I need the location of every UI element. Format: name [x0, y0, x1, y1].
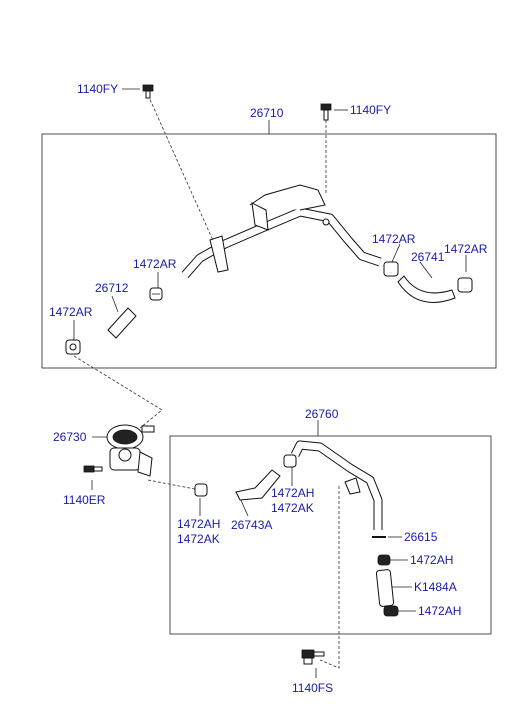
label-1472ah-lower-right: 1472AH — [418, 604, 462, 618]
label-1140er: 1140ER — [63, 493, 106, 507]
clamp-1472ah-left-icon — [194, 483, 208, 497]
bolt-1140er-icon — [83, 465, 103, 473]
clamp-1472ah-lower-right-icon — [383, 605, 399, 617]
hose-26712-icon — [107, 307, 137, 339]
label-1472ar-mid: 1472AR — [133, 257, 177, 271]
clamp-1472ar-bottom-icon — [65, 339, 81, 355]
label-26743a: 26743A — [231, 518, 273, 532]
label-1472ar-far-right: 1472AR — [444, 242, 488, 256]
lower-assembly-box — [169, 435, 492, 635]
valve-26730-icon — [106, 424, 155, 477]
hose-26741-icon — [397, 275, 456, 303]
label-1472ah-left: 1472AH — [177, 517, 221, 531]
label-1472ak-mid: 1472AK — [271, 501, 314, 515]
label-1140fy-top: 1140FY — [77, 82, 119, 96]
label-26710: 26710 — [250, 106, 284, 120]
label-1472ar-right: 1472AR — [372, 232, 416, 246]
clamp-1472ar-far-right-icon — [457, 277, 473, 293]
label-1140fs: 1140FS — [292, 681, 334, 695]
label-1140fy-right: 1140FY — [350, 103, 392, 117]
label-1472ah-upper-right: 1472AH — [410, 553, 454, 567]
clamp-1472ar-right-icon — [383, 261, 399, 277]
label-26712: 26712 — [95, 281, 129, 295]
label-1472ah-mid: 1472AH — [271, 486, 315, 500]
hose-k1484a-icon — [375, 569, 395, 607]
pipe-26710-icon — [181, 184, 382, 278]
clamp-1472ah-mid-icon — [283, 454, 297, 468]
label-k1484a: K1484A — [414, 580, 457, 594]
label-26760: 26760 — [305, 407, 339, 421]
bolt-1140fy-top-icon — [142, 84, 154, 99]
clamp-1472ar-left-icon — [149, 287, 163, 301]
label-1472ak-left: 1472AK — [177, 532, 220, 546]
hose-26743a-icon — [235, 469, 281, 501]
pipe-26760-icon — [290, 440, 383, 530]
label-1472ar-left: 1472AR — [49, 305, 93, 319]
bolt-1140fs-icon — [301, 649, 325, 665]
label-26741: 26741 — [411, 250, 445, 264]
label-26615: 26615 — [404, 530, 438, 544]
clamp-1472ah-upper-right-icon — [377, 554, 391, 566]
label-26730: 26730 — [53, 430, 87, 444]
bolt-1140fy-right-icon — [320, 103, 332, 121]
